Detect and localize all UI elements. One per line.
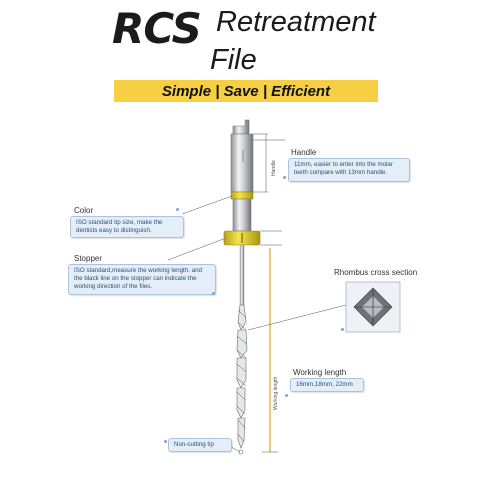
- stopper-info-box: ISO standard,measure the working length.…: [68, 264, 216, 295]
- file-tip: [238, 449, 244, 455]
- rhombus-label: Rhombus cross section: [334, 268, 418, 277]
- rhombus-info-icon: [341, 328, 344, 331]
- twisted-blade: [236, 304, 248, 449]
- rhombus-leader: [247, 304, 347, 331]
- working-length-label: Working length: [293, 368, 347, 377]
- color-info-icon: [176, 208, 179, 211]
- stopper-info-icon: [212, 292, 215, 295]
- rhombus-section: [345, 281, 401, 333]
- non-cutting-tip-box: Non-cutting tip: [168, 438, 232, 452]
- handle-vertical-label: Handle: [271, 160, 277, 176]
- title-line-1: Retreatment: [216, 6, 376, 38]
- handle-bracket: [253, 133, 268, 193]
- handle-info-box: 11mm, easier to enter into the molar tee…: [288, 158, 410, 182]
- working-length-info-icon: [285, 394, 288, 397]
- color-leader: [181, 195, 233, 215]
- color-ring: [230, 191, 254, 200]
- shaft: [239, 244, 245, 306]
- working-length-vertical-label: Working length: [273, 376, 279, 410]
- title-line-2: File: [210, 44, 257, 76]
- color-info-box: ISO standard tip size, make the dentists…: [70, 216, 184, 238]
- stopper-leader: [167, 237, 227, 261]
- handle-info-icon: [283, 176, 286, 179]
- brand-title: RCS: [112, 4, 202, 53]
- handle-latch: [232, 119, 250, 135]
- handle-lower: [232, 198, 252, 232]
- working-length-box: 16mm,18mm, 22mm: [290, 378, 364, 392]
- stopper-label: Stopper: [74, 254, 103, 263]
- color-label: Color: [74, 206, 94, 215]
- tip-info-icon: [164, 440, 167, 443]
- working-length-bracket: [260, 230, 282, 453]
- tagline-banner: Simple | Save | Efficient: [114, 80, 378, 102]
- handle-label: Handle: [291, 148, 317, 157]
- handle-shank: [230, 133, 254, 193]
